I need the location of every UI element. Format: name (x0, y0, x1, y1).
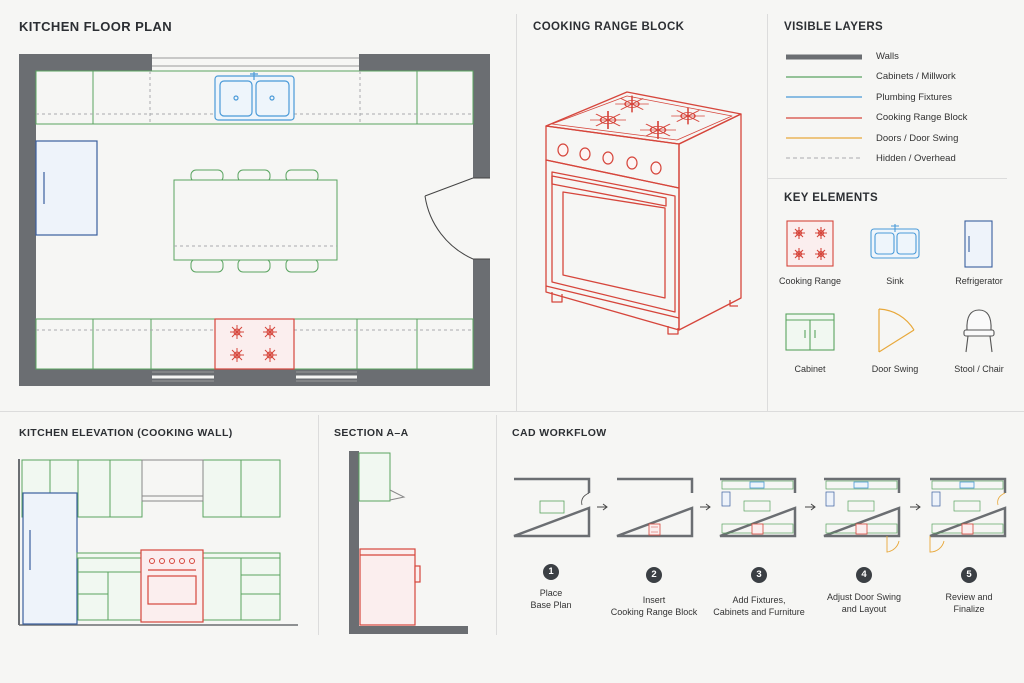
step-5-line1: Review and (945, 592, 993, 602)
divider-bottom-2 (496, 415, 497, 635)
refrigerator-icon (964, 220, 993, 268)
cabinet-icon (785, 313, 835, 351)
workflow-title: CAD WORKFLOW (512, 427, 607, 439)
layer-hidden[interactable]: Hidden / Overhead (876, 153, 956, 164)
workflow-arrow-4 (910, 503, 921, 511)
key-refrigerator-label: Refrigerator (955, 276, 1003, 286)
key-elements-title: KEY ELEMENTS (784, 192, 879, 204)
key-stool-chair-label: Stool / Chair (954, 364, 1004, 374)
floor-plan-walls (19, 54, 490, 386)
key-cabinet-label: Cabinet (794, 364, 826, 374)
key-cooking-range-label: Cooking Range (778, 276, 842, 286)
step-5-badge: 5 (961, 567, 977, 583)
step-1-line2: Base Plan (530, 600, 572, 610)
floor-plan-range (214, 318, 295, 370)
layer-walls[interactable]: Walls (876, 51, 899, 62)
floor-plan-door (424, 177, 490, 260)
section-title: SECTION A–A (334, 427, 409, 439)
layer-swatches (786, 54, 862, 159)
lower-cabinets (77, 557, 281, 621)
step-2-badge: 2 (646, 567, 662, 583)
workflow-thumb-4 (822, 477, 901, 553)
kitchen-floor-plan (19, 54, 490, 386)
layer-range[interactable]: Cooking Range Block (876, 112, 968, 123)
step-1-badge: 1 (543, 564, 559, 580)
step-5-label: Review and Finalize (925, 591, 1013, 615)
kitchen-elevation (18, 459, 298, 626)
range-block-title: COOKING RANGE BLOCK (533, 21, 685, 33)
step-3-label: Add Fixtures, Cabinets and Furniture (705, 594, 813, 618)
step-1-line1: Place (539, 588, 563, 598)
workflow-thumb-3 (718, 477, 797, 538)
floor-plan-island (173, 169, 338, 273)
workflow-thumb-2 (615, 477, 694, 538)
step-3-badge: 3 (751, 567, 767, 583)
stool-chair-icon (963, 309, 995, 353)
workflow-arrow-3 (805, 503, 816, 511)
visible-layers-title: VISIBLE LAYERS (784, 21, 884, 33)
section-range (359, 548, 421, 626)
step-2-line2: Cooking Range Block (610, 607, 698, 617)
step-2-label: Insert Cooking Range Block (604, 594, 704, 618)
range-hood (141, 459, 204, 502)
step-3-line2: Cabinets and Furniture (713, 607, 805, 617)
door-swing-icon (878, 308, 915, 353)
workflow-thumb-1 (512, 477, 591, 538)
floor-plan-sink (214, 72, 295, 121)
workflow-arrow-2 (700, 503, 711, 511)
sink-icon (870, 224, 920, 259)
section-a-a (349, 451, 468, 634)
step-4-badge: 4 (856, 567, 872, 583)
key-sink-label: Sink (886, 276, 904, 286)
step-5-line2: Finalize (953, 604, 985, 614)
elevation-title: KITCHEN ELEVATION (COOKING WALL) (19, 427, 233, 439)
floor-plan-title: KITCHEN FLOOR PLAN (19, 19, 173, 34)
divider-middle (0, 411, 1024, 412)
layer-plumbing[interactable]: Plumbing Fixtures (876, 92, 953, 103)
floor-plan-refrigerator (35, 140, 98, 236)
step-3-line1: Add Fixtures, (732, 595, 786, 605)
key-elements-icons (785, 220, 995, 353)
divider-top-2 (767, 14, 768, 411)
workflow-arrow-1 (597, 503, 608, 511)
layer-doors[interactable]: Doors / Door Swing (876, 133, 959, 144)
top-counter (35, 70, 474, 125)
step-4-label: Adjust Door Swing and Layout (815, 591, 913, 615)
section-walls (349, 451, 468, 634)
divider-bottom-1 (318, 415, 319, 635)
step-2-line1: Insert (642, 595, 666, 605)
key-door-swing-label: Door Swing (871, 364, 919, 374)
divider-top-1 (516, 14, 517, 411)
elevation-refrigerator (22, 492, 78, 625)
cooking-range-icon (786, 220, 834, 267)
workflow-thumb-5 (928, 477, 1007, 553)
divider-right (767, 178, 1007, 179)
step-4-line2: and Layout (841, 604, 887, 614)
step-4-line1: Adjust Door Swing (826, 592, 902, 602)
cooking-range-block-drawing (545, 91, 742, 335)
step-1-label: Place Base Plan (505, 587, 597, 611)
layer-cabinets[interactable]: Cabinets / Millwork (876, 71, 956, 82)
